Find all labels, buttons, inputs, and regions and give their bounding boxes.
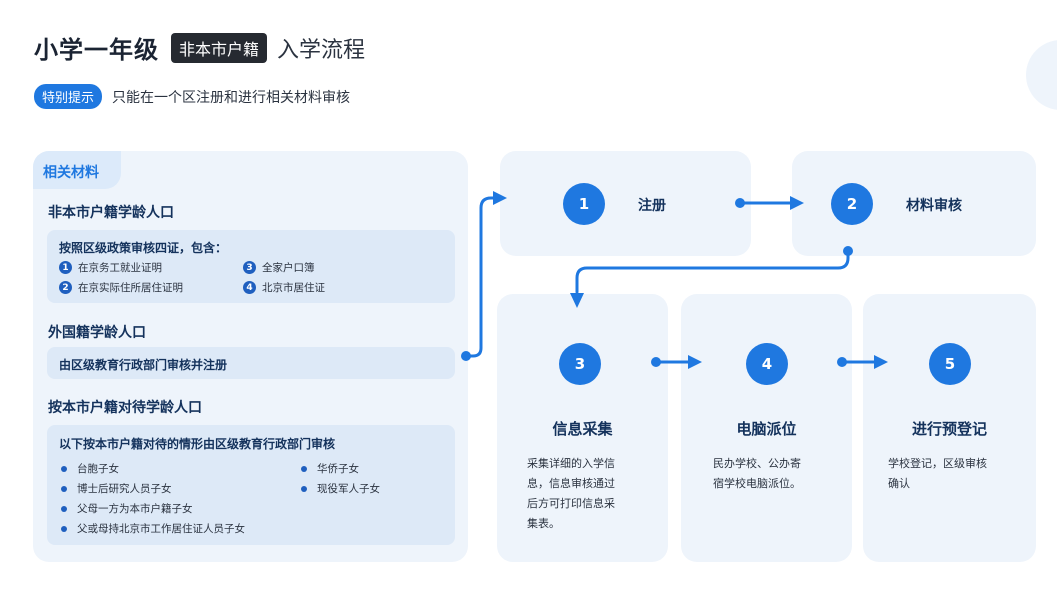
connector-dot (837, 357, 847, 367)
bullet-icon (61, 465, 67, 472)
foreign-box: 由区级教育行政部门审核并注册 (47, 347, 455, 379)
desc-line: 采集详细的入学信 (527, 457, 615, 470)
desc-line: 学校登记，区级审核 (888, 457, 987, 470)
list-item: 台胞子女 (61, 461, 119, 476)
tip-badge: 特别提示 (34, 84, 103, 109)
arrowhead-icon (493, 191, 507, 205)
section-title-foreign: 外国籍学龄人口 (48, 325, 146, 341)
list-item: 博士后研究人员子女 (61, 481, 172, 496)
list-item: 4 北京市居住证 (243, 280, 325, 295)
connector-dot (651, 357, 661, 367)
list-item: 华侨子女 (301, 461, 359, 476)
step-desc-collect: 采集详细的入学信 息，信息审核通过 后方可打印信息采 集表。 (527, 454, 615, 534)
step-label-collect: 信息采集 (552, 420, 613, 438)
step-desc-assign: 民办学校、公办寄 宿学校电脑派位。 (713, 454, 801, 494)
list-item-text: 全家户口簿 (262, 262, 315, 274)
arrow-review-to-collect (575, 249, 850, 294)
section-title-nonlocal: 非本市户籍学龄人口 (48, 205, 174, 221)
step-number-3: 3 (559, 343, 601, 385)
materials-panel: 相关材料 非本市户籍学龄人口 按照区级政策审核四证，包含： 1 在京务工就业证明… (33, 151, 468, 562)
step-card-preregister: 5 进行预登记 学校登记，区级审核 确认 (863, 294, 1036, 562)
step-label-register: 注册 (638, 198, 666, 214)
list-item: 1 在京务工就业证明 (59, 260, 162, 275)
list-item: 父母一方为本市户籍子女 (61, 501, 193, 516)
bullet-icon (301, 465, 307, 472)
section-title-treated-local: 按本市户籍对待学龄人口 (48, 400, 202, 416)
step-number-1: 1 (563, 183, 605, 225)
step-card-register: 1 注册 (500, 151, 751, 256)
step-label-review: 材料审核 (906, 198, 962, 214)
tip-text: 只能在一个区注册和进行相关材料审核 (112, 89, 351, 106)
step-label-preregister: 进行预登记 (911, 420, 987, 438)
list-item: 2 在京实际住所居住证明 (59, 280, 183, 295)
list-item: 父或母持北京市工作居住证人员子女 (61, 521, 245, 536)
materials-tab: 相关材料 (33, 151, 121, 189)
desc-line: 宿学校电脑派位。 (713, 477, 801, 490)
bullet-icon (61, 525, 67, 532)
desc-line: 民办学校、公办寄 (713, 457, 801, 470)
list-item: 3 全家户口簿 (243, 260, 315, 275)
step-number-2: 2 (831, 183, 873, 225)
nonlocal-box: 按照区级政策审核四证，包含： 1 在京务工就业证明 2 在京实际住所居住证明 3… (47, 230, 455, 303)
page-title: 小学一年级 非本市户籍 入学流程 (34, 30, 365, 65)
arrowhead-icon (874, 355, 888, 369)
step-number-4: 4 (746, 343, 788, 385)
treated-local-box-head: 以下按本市户籍对待的情形由区级教育行政部门审核 (59, 437, 336, 451)
step-card-assign: 4 电脑派位 民办学校、公办寄 宿学校电脑派位。 (681, 294, 852, 562)
step-desc-preregister: 学校登记，区级审核 确认 (888, 454, 987, 494)
step-number-5: 5 (929, 343, 971, 385)
connector-dot (461, 351, 471, 361)
tip-row: 特别提示 只能在一个区注册和进行相关材料审核 (34, 84, 350, 109)
list-item-text: 在京务工就业证明 (78, 262, 162, 274)
list-item-text: 在京实际住所居住证明 (78, 282, 183, 294)
number-badge: 3 (243, 261, 256, 274)
nonlocal-box-head: 按照区级政策审核四证，包含： (59, 241, 228, 255)
number-badge: 4 (243, 281, 256, 294)
arrow-materials-to-register (464, 196, 496, 358)
materials-tab-label: 相关材料 (43, 165, 99, 181)
step-card-collect: 3 信息采集 采集详细的入学信 息，信息审核通过 后方可打印信息采 集表。 (497, 294, 668, 562)
arrowhead-icon (790, 196, 804, 210)
foreign-box-head: 由区级教育行政部门审核并注册 (59, 358, 228, 372)
connector-dot (843, 246, 853, 256)
list-item-text: 华侨子女 (317, 463, 359, 475)
desc-line: 集表。 (527, 517, 560, 530)
desc-line: 息，信息审核通过 (527, 477, 615, 490)
list-item-text: 现役军人子女 (317, 483, 380, 495)
list-item-text: 北京市居住证 (262, 282, 325, 294)
desc-line: 确认 (888, 477, 910, 490)
step-label-assign: 电脑派位 (736, 420, 797, 438)
number-badge: 1 (59, 261, 72, 274)
list-item-text: 父母一方为本市户籍子女 (77, 503, 193, 515)
list-item-text: 台胞子女 (77, 463, 119, 475)
arrowhead-icon (688, 355, 702, 369)
treated-local-box: 以下按本市户籍对待的情形由区级教育行政部门审核 台胞子女 博士后研究人员子女 父… (47, 425, 455, 545)
list-item-text: 父或母持北京市工作居住证人员子女 (77, 523, 245, 535)
desc-line: 后方可打印信息采 (527, 497, 615, 510)
arrowhead-icon (570, 293, 584, 308)
connector-dot (735, 198, 745, 208)
list-item-text: 博士后研究人员子女 (77, 483, 172, 495)
title-tail: 入学流程 (277, 37, 366, 63)
bullet-icon (301, 485, 307, 492)
step-card-review: 2 材料审核 (792, 151, 1036, 256)
bullet-icon (61, 505, 67, 512)
list-item: 现役军人子女 (301, 481, 380, 496)
title-badge: 非本市户籍 (171, 32, 268, 63)
bullet-icon (61, 485, 67, 492)
title-main: 小学一年级 (34, 36, 159, 64)
number-badge: 2 (59, 281, 72, 294)
